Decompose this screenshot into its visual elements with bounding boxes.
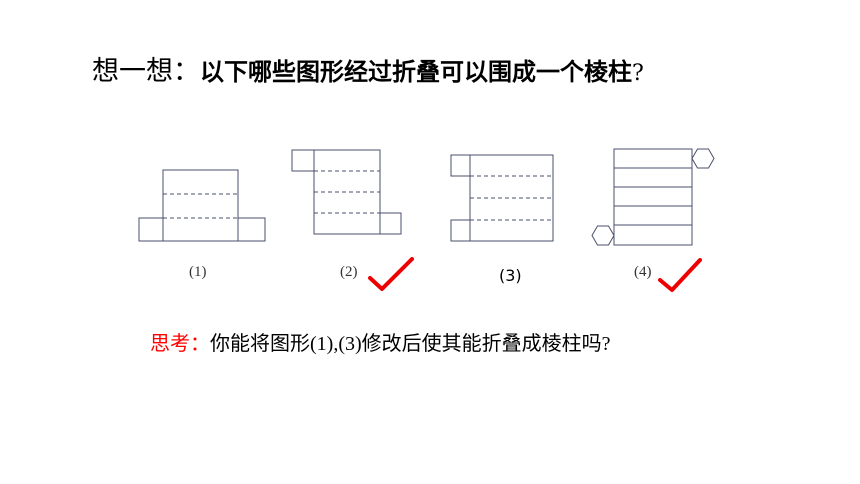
page-title: 想一想：以下哪些图形经过折叠可以围成一个棱柱? xyxy=(92,52,644,94)
caption-figure-4: (4) xyxy=(634,264,652,280)
net-figure-3 xyxy=(450,154,554,242)
net-figure-1 xyxy=(138,169,266,242)
think-text-1: 你能将图形 xyxy=(210,331,310,355)
check-mark-figure-4 xyxy=(658,258,702,292)
caption-figure-1: (1) xyxy=(189,264,207,280)
think-question-mark: ? xyxy=(601,333,611,355)
title-lead: 想一想： xyxy=(92,56,200,87)
title-question: 以下哪些图形经过折叠可以围成一个棱柱 xyxy=(200,58,632,86)
check-mark-figure-2 xyxy=(368,257,414,291)
think-label: 思考： xyxy=(150,331,210,355)
net-figure-4 xyxy=(591,148,715,246)
think-figure-refs: (1),(3) xyxy=(310,333,362,355)
title-question-mark: ? xyxy=(632,61,644,86)
think-prompt: 思考：你能将图形(1),(3)修改后使其能折叠成棱柱吗? xyxy=(150,327,611,360)
caption-figure-3: (3) xyxy=(499,266,522,285)
net-figure-2 xyxy=(291,149,402,235)
think-text-2: 修改后使其能折叠成棱柱吗 xyxy=(361,331,602,355)
caption-figure-2: (2) xyxy=(340,264,358,280)
